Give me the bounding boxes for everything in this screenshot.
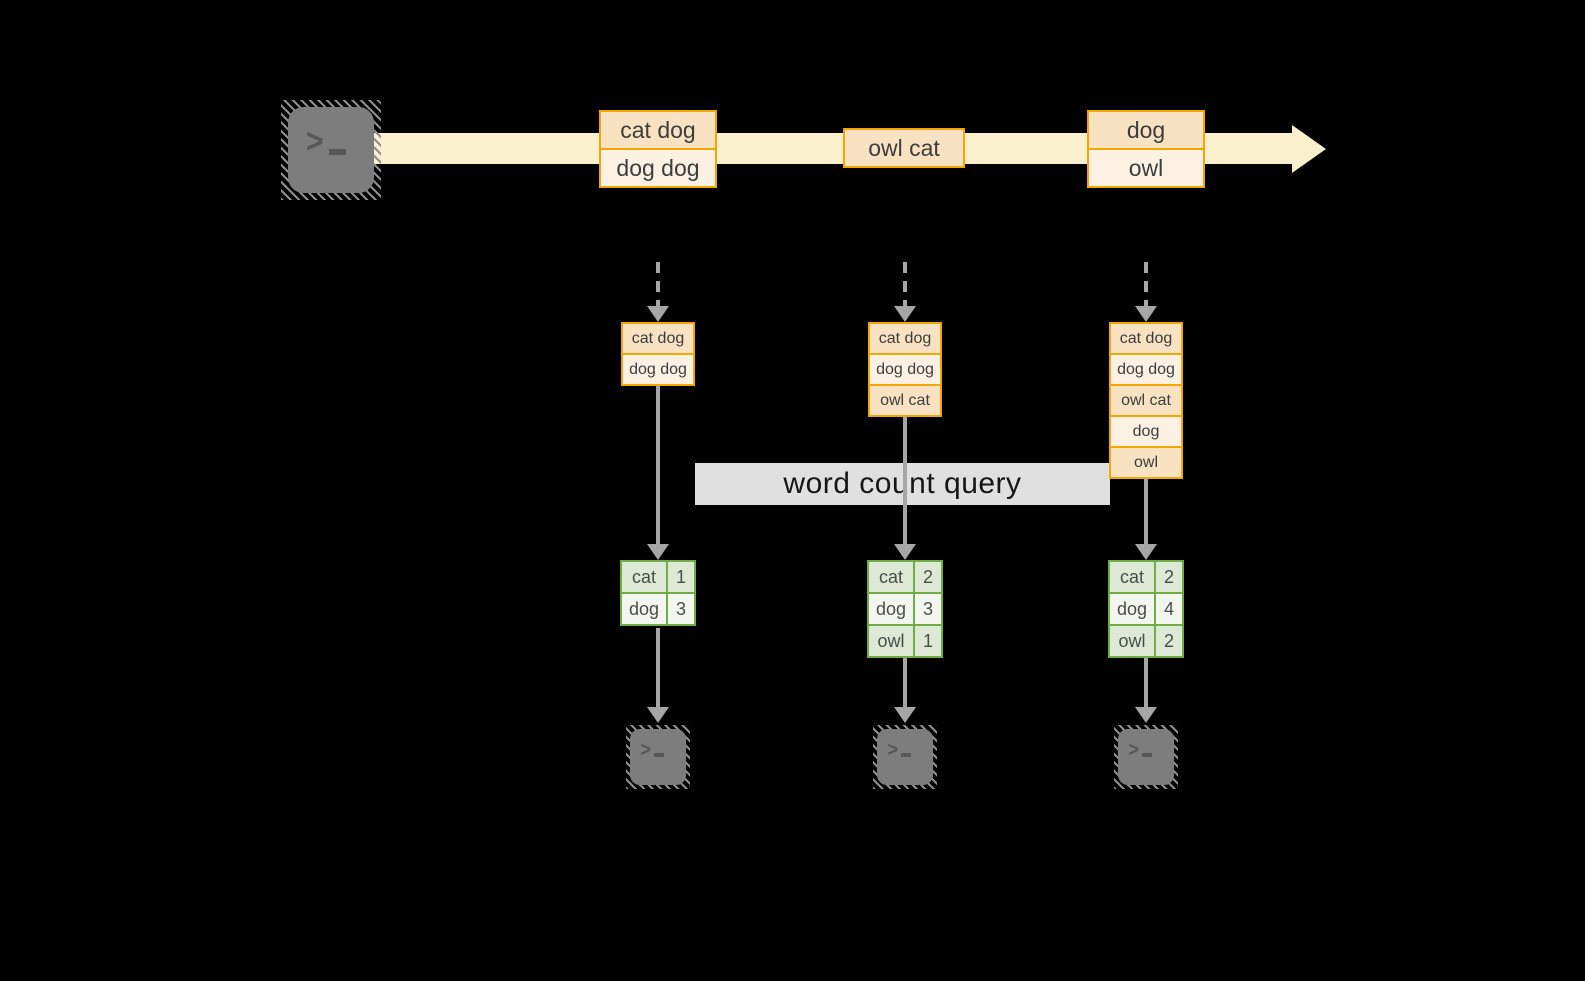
output-arrow-line xyxy=(903,658,907,707)
event-row: dog dog xyxy=(601,150,715,186)
terminal-prompt: > xyxy=(288,107,374,193)
query-arrowhead-icon xyxy=(1135,544,1157,560)
buffer-row: dog xyxy=(1111,417,1181,446)
output-arrow-line xyxy=(656,628,660,707)
prompt-cursor-icon xyxy=(1141,753,1152,758)
buffer-row: cat dog xyxy=(623,324,693,353)
buffer-row: owl cat xyxy=(870,386,940,415)
dashed-arrowhead-icon xyxy=(647,306,669,322)
count-word-cell: cat xyxy=(1110,562,1154,592)
query-arrow-line xyxy=(1144,479,1148,544)
buffer-row: dog dog xyxy=(623,355,693,384)
output-arrowhead-icon xyxy=(647,707,669,723)
count-word-cell: cat xyxy=(622,562,666,592)
terminal-prompt: > xyxy=(1118,729,1174,785)
count-value-cell: 1 xyxy=(668,562,694,592)
buffer-row: cat dog xyxy=(870,324,940,353)
count-value-cell: 2 xyxy=(1156,626,1182,656)
count-value-cell: 3 xyxy=(668,594,694,624)
count-word-cell: dog xyxy=(622,594,666,624)
buffer-row: owl cat xyxy=(1111,386,1181,415)
prompt-cursor-icon xyxy=(900,753,911,758)
prompt-cursor-icon xyxy=(328,149,346,155)
query-banner: word count query xyxy=(695,463,1110,505)
dashed-arrow-line xyxy=(1144,262,1148,306)
query-arrowhead-icon xyxy=(894,544,916,560)
output-arrow-line xyxy=(1144,658,1148,707)
count-value-cell: 2 xyxy=(915,562,941,592)
prompt-chevron-icon: > xyxy=(640,737,651,761)
dashed-arrowhead-icon xyxy=(894,306,916,322)
buffer-row: owl xyxy=(1111,448,1181,477)
terminal-sink-icon: > xyxy=(873,725,937,789)
count-word-cell: dog xyxy=(869,594,913,624)
dashed-arrowhead-icon xyxy=(1135,306,1157,322)
prompt-cursor-icon xyxy=(653,753,664,758)
event-row: cat dog xyxy=(601,112,715,148)
count-value-cell: 1 xyxy=(915,626,941,656)
prompt-chevron-icon: > xyxy=(306,122,324,161)
prompt-chevron-icon: > xyxy=(887,737,898,761)
terminal-prompt: > xyxy=(877,729,933,785)
prompt-chevron-icon: > xyxy=(1128,737,1139,761)
buffer-row: cat dog xyxy=(1111,324,1181,353)
output-arrowhead-icon xyxy=(894,707,916,723)
buffer-row: dog dog xyxy=(870,355,940,384)
terminal-sink-icon: > xyxy=(1114,725,1178,789)
event-box-2: owl cat xyxy=(843,128,965,168)
count-value-cell: 4 xyxy=(1156,594,1182,624)
terminal-source-icon: > xyxy=(281,100,381,200)
count-word-cell: owl xyxy=(869,626,913,656)
count-word-cell: dog xyxy=(1110,594,1154,624)
dashed-arrow-line xyxy=(656,262,660,306)
stream-arrowhead-icon xyxy=(1292,125,1326,173)
query-arrow-line xyxy=(903,417,907,544)
dashed-arrow-line xyxy=(903,262,907,306)
count-value-cell: 3 xyxy=(915,594,941,624)
terminal-prompt: > xyxy=(630,729,686,785)
query-arrow-line xyxy=(656,384,660,544)
count-word-cell: owl xyxy=(1110,626,1154,656)
count-word-cell: cat xyxy=(869,562,913,592)
count-value-cell: 2 xyxy=(1156,562,1182,592)
event-row: owl xyxy=(1089,150,1203,186)
event-row: dog xyxy=(1089,112,1203,148)
query-arrowhead-icon xyxy=(647,544,669,560)
event-row: owl cat xyxy=(845,130,963,166)
buffer-row: dog dog xyxy=(1111,355,1181,384)
terminal-sink-icon: > xyxy=(626,725,690,789)
output-arrowhead-icon xyxy=(1135,707,1157,723)
